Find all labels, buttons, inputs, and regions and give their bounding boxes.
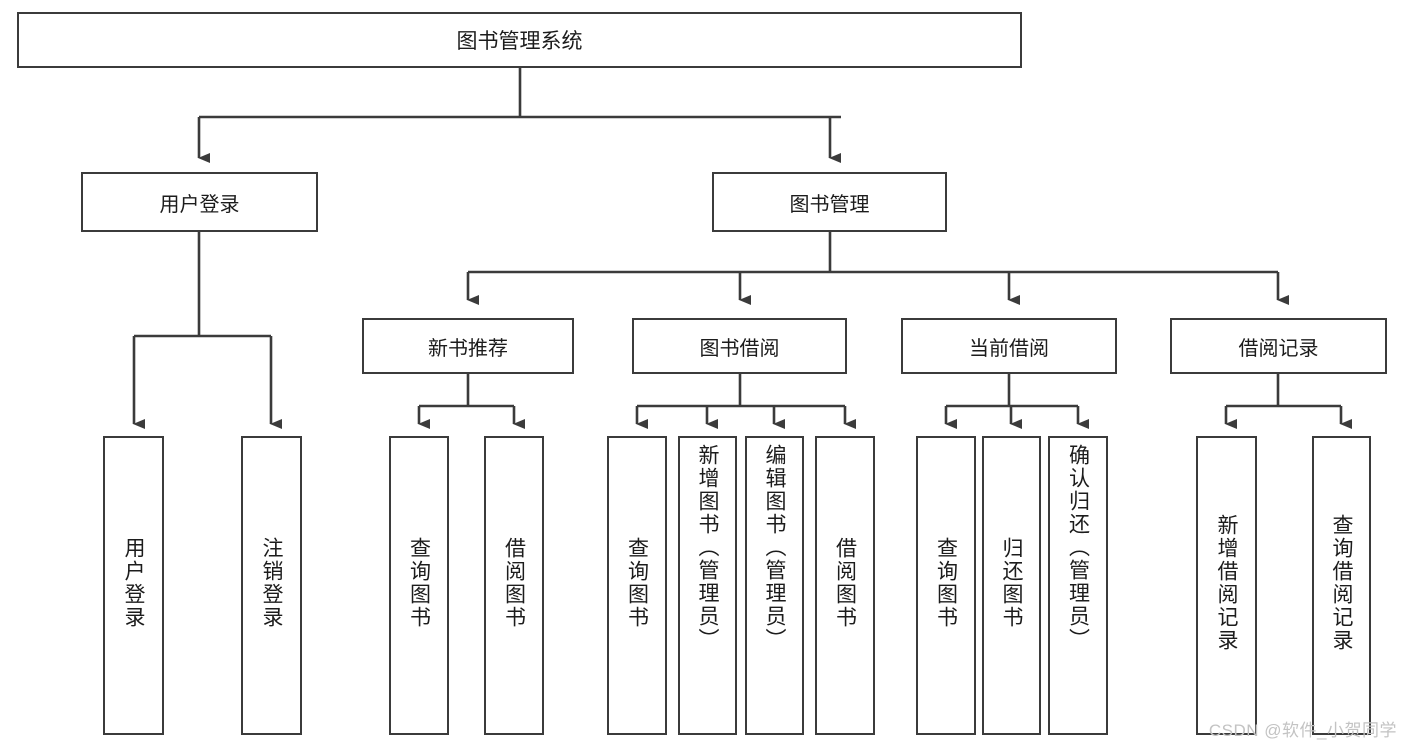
leaf-label: 新增借阅记录: [1215, 513, 1238, 652]
leaf-current-return-book[interactable]: 归还图书: [982, 436, 1041, 735]
leaf-label: 归还图书: [1000, 536, 1023, 629]
node-borrow-record-label: 借阅记录: [1238, 337, 1319, 360]
csdn-watermark: CSDN @软件_小贺同学: [1208, 721, 1397, 740]
leaf-user-login-signin[interactable]: 用户登录: [103, 436, 164, 735]
leaf-current-confirm-return-admin[interactable]: 确认归还（管理员）: [1048, 436, 1108, 735]
leaf-label: 借阅图书: [833, 536, 857, 629]
leaf-label: 查询图书: [407, 536, 431, 629]
leaf-label: 借阅图书: [502, 536, 526, 629]
node-new-book-recommend-label: 新书推荐: [428, 337, 508, 360]
node-new-book-recommend[interactable]: 新书推荐: [362, 318, 574, 374]
leaf-record-query-record[interactable]: 查询借阅记录: [1312, 436, 1371, 735]
leaf-recommend-borrow-book[interactable]: 借阅图书: [484, 436, 544, 735]
node-user-login-label: 用户登录: [159, 193, 240, 216]
node-current-borrow[interactable]: 当前借阅: [901, 318, 1117, 374]
leaf-label: 查询图书: [625, 536, 649, 629]
leaf-label: 编辑图书（管理员）: [763, 444, 786, 651]
leaf-user-login-signout[interactable]: 注销登录: [241, 436, 302, 735]
leaf-label: 注销登录: [260, 536, 283, 629]
node-current-borrow-label: 当前借阅: [969, 337, 1049, 360]
leaf-recommend-query-book[interactable]: 查询图书: [389, 436, 449, 735]
leaf-borrow-add-book-admin[interactable]: 新增图书（管理员）: [678, 436, 737, 735]
leaf-borrow-edit-book-admin[interactable]: 编辑图书（管理员）: [745, 436, 804, 735]
node-book-management-label: 图书管理: [789, 193, 870, 216]
node-book-borrow[interactable]: 图书借阅: [632, 318, 847, 374]
leaf-label: 确认归还（管理员）: [1066, 444, 1090, 651]
node-borrow-record[interactable]: 借阅记录: [1170, 318, 1387, 374]
leaf-label: 查询图书: [934, 536, 958, 629]
leaf-record-add-record[interactable]: 新增借阅记录: [1196, 436, 1257, 735]
node-user-login[interactable]: 用户登录: [81, 172, 318, 232]
node-root-system[interactable]: 图书管理系统: [17, 12, 1022, 68]
leaf-borrow-borrow-book[interactable]: 借阅图书: [815, 436, 875, 735]
leaf-label: 用户登录: [122, 536, 145, 629]
leaf-borrow-query-book[interactable]: 查询图书: [607, 436, 667, 735]
leaf-current-query-book[interactable]: 查询图书: [916, 436, 976, 735]
node-root-label: 图书管理系统: [456, 30, 583, 53]
leaf-label: 新增图书（管理员）: [696, 444, 719, 651]
leaf-label: 查询借阅记录: [1330, 513, 1353, 652]
node-book-borrow-label: 图书借阅: [699, 337, 780, 360]
node-book-management[interactable]: 图书管理: [712, 172, 947, 232]
